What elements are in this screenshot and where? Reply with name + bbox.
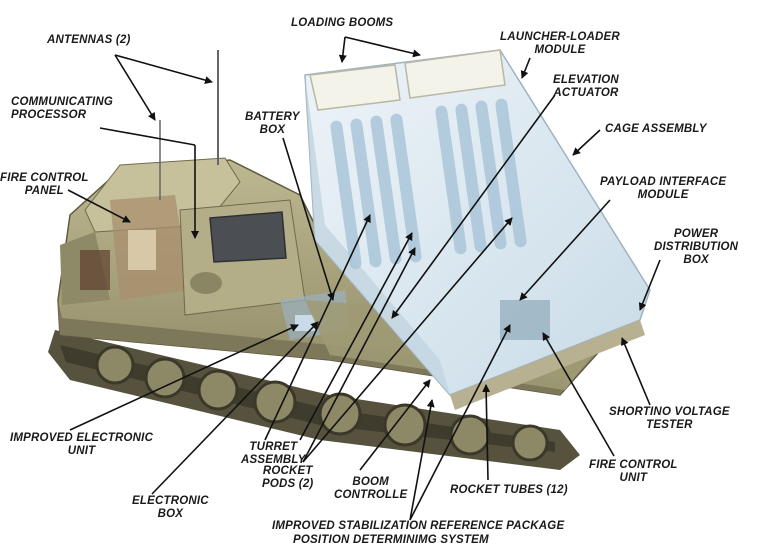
label-rocket-pods: ROCKET PODS (2)	[262, 465, 314, 490]
leader-rocket-pods-b	[302, 217, 513, 463]
label-electronic-box: ELECTRONIC BOX	[132, 495, 209, 520]
leader-cage-assembly	[572, 129, 601, 156]
leader-electronic-box	[151, 321, 319, 495]
leader-shorting-voltage-tester	[621, 337, 651, 406]
leader-battery-box	[282, 137, 335, 301]
label-antennas: ANTENNAS (2)	[47, 34, 131, 46]
leader-fire-control-unit	[542, 332, 615, 457]
label-battery-box: BATTERY BOX	[245, 111, 300, 136]
launcher-pod-module	[304, 49, 651, 410]
label-boom-controller: BOOM CONTROLLE	[334, 476, 408, 501]
leader-booms-a	[338, 36, 347, 63]
leader-stabilization-a	[409, 324, 511, 521]
label-loading-booms: LOADING BOOMS	[291, 17, 394, 29]
vehicle-illustration	[48, 49, 651, 470]
label-payload-interface: PAYLOAD INTERFACE MODULE	[600, 176, 727, 201]
leader-fire-control-panel	[67, 189, 131, 223]
leader-rocket-pods-a	[302, 247, 416, 463]
leader-payload-interface	[519, 199, 611, 301]
leader-turret-assembly-b	[299, 232, 413, 441]
label-shorting-voltage-tester: SHORTINO VOLTAGE TESTER	[609, 406, 730, 431]
label-stabilization-package: IMPROVED STABILIZATION REFERENCE PACKAGE	[272, 520, 565, 532]
leader-power-distribution	[638, 259, 661, 311]
leader-improved-electronic-unit	[69, 324, 299, 431]
leader-booms-b	[344, 36, 421, 58]
label-fire-control-unit: FIRE CONTROL UNIT	[589, 459, 678, 484]
leader-antennas-a	[114, 54, 213, 84]
leader-communicating-processor	[99, 127, 196, 146]
road-wheels	[95, 345, 549, 462]
track-assembly	[48, 330, 580, 470]
leader-stabilization-b	[409, 399, 435, 521]
label-elevation-actuator: ELEVATION ACTUATOR	[553, 74, 619, 99]
leader-launcher-loader	[520, 57, 531, 79]
antennas	[159, 50, 219, 200]
label-fire-control-panel: FIRE CONTROL PANEL	[0, 172, 89, 197]
label-communicating-processor: COMMUNICATING PROCESSOR	[11, 96, 114, 121]
leader-antennas-b	[114, 54, 156, 121]
label-cage-assembly: CAGE ASSEMBLY	[605, 123, 707, 135]
label-power-distribution: POWER DISTRIBUTION BOX	[654, 228, 739, 266]
label-position-system: POSITION DETERMINIMG SYSTEM	[293, 534, 489, 546]
label-rocket-tubes: ROCKET TUBES (12)	[450, 484, 568, 496]
label-launcher-loader: LAUNCHER-LOADER MODULE	[500, 31, 620, 56]
label-improved-electronic-unit: IMPROVED ELECTRONIC UNIT	[10, 432, 154, 457]
leader-boom-controller	[359, 379, 431, 471]
leader-elevation-actuator	[391, 94, 556, 319]
leader-lines	[67, 36, 661, 521]
leader-rocket-tubes	[482, 384, 491, 481]
label-turret-assembly: TURRET ASSEMBLY	[241, 441, 306, 466]
